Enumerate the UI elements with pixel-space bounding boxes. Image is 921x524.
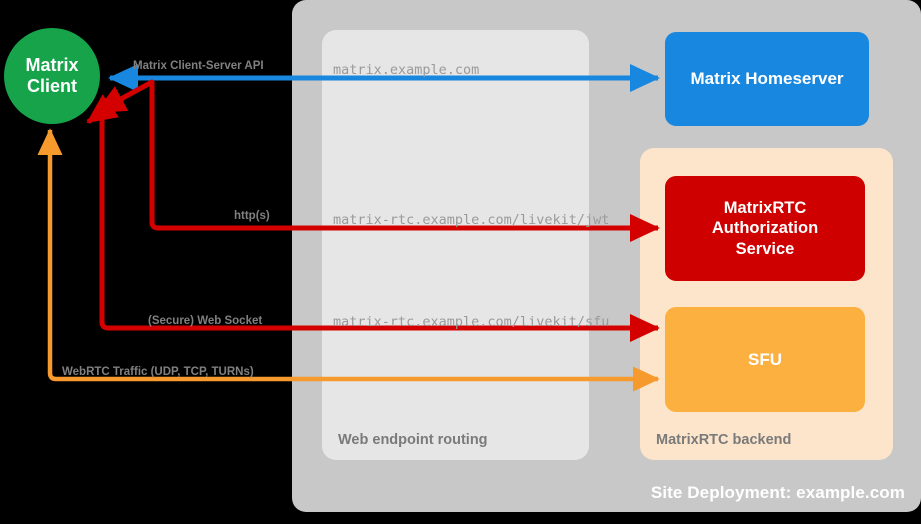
node-matrix-client-line1: Matrix: [25, 54, 79, 75]
web-endpoint-routing-group: Web endpoint routing: [322, 30, 589, 460]
matrixrtc-backend-label: MatrixRTC backend: [656, 432, 792, 448]
node-matrixrtc-auth-service[interactable]: MatrixRTC Authorization Service: [665, 176, 865, 281]
node-sfu-label: SFU: [748, 349, 782, 369]
web-endpoint-routing-label: Web endpoint routing: [338, 432, 488, 448]
node-auth-line3: Service: [735, 239, 795, 258]
edge-label-secure-web-socket: (Secure) Web Socket: [148, 315, 263, 327]
node-matrix-client-line2: Client: [26, 76, 77, 96]
edge-label-matrix-client-server-api: Matrix Client-Server API: [133, 60, 264, 72]
edge-label-http-s: http(s): [234, 210, 270, 222]
node-matrix-homeserver[interactable]: Matrix Homeserver: [665, 32, 869, 126]
endpoint-label-matrix-example-com: matrix.example.com: [333, 62, 480, 78]
node-sfu[interactable]: SFU: [665, 307, 865, 412]
edge-label-webrtc-traffic: WebRTC Traffic (UDP, TCP, TURNs): [62, 366, 254, 378]
node-auth-line2: Authorization: [711, 219, 819, 238]
node-auth-line1: MatrixRTC: [723, 198, 807, 217]
endpoint-label-livekit-jwt: matrix-rtc.example.com/livekit/jwt: [333, 212, 610, 228]
node-matrix-homeserver-label: Matrix Homeserver: [690, 69, 844, 88]
endpoint-label-livekit-sfu: matrix-rtc.example.com/livekit/sfu: [333, 314, 610, 330]
node-matrix-client[interactable]: Matrix Client: [4, 28, 100, 124]
site-deployment-label: Site Deployment: example.com: [650, 483, 905, 502]
